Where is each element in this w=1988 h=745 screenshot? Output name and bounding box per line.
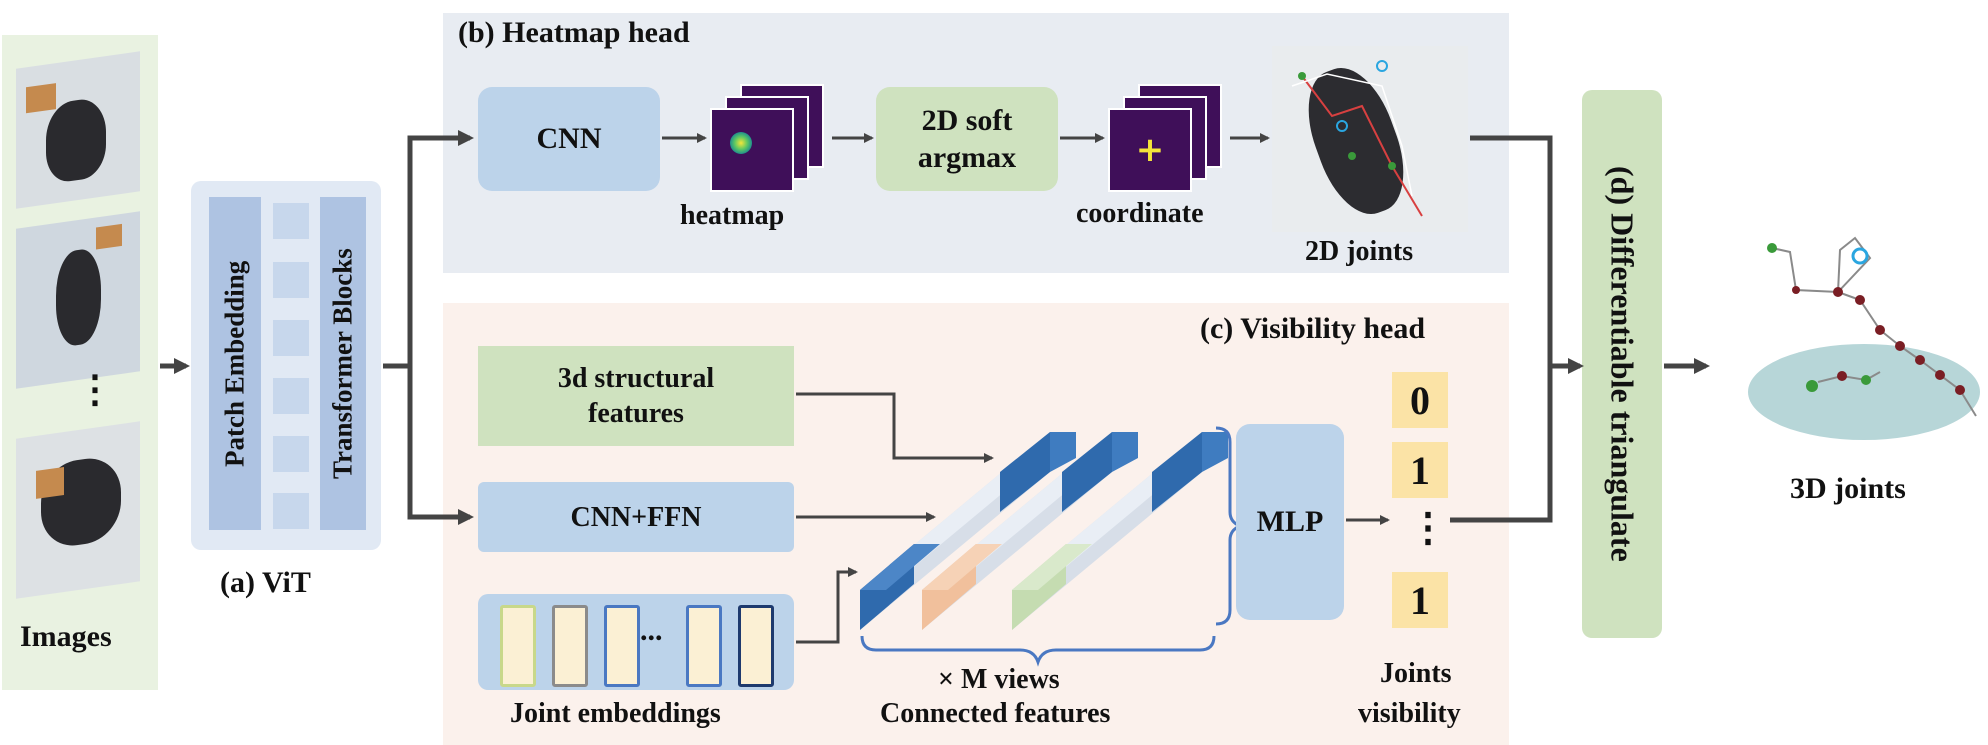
mlp-box: MLP xyxy=(1236,424,1344,620)
soft-argmax-line2: argmax xyxy=(917,141,1017,174)
heatmap-peak xyxy=(730,132,752,154)
arrow-vit-to-cnn xyxy=(383,130,474,369)
coordinate-label: coordinate xyxy=(1076,198,1204,229)
joint-embedding-ellipsis: ... xyxy=(640,614,663,647)
images-label: Images xyxy=(20,620,112,653)
structural-line2: features xyxy=(588,398,684,429)
arrow-visibility-to-triangulate xyxy=(1450,366,1553,523)
soft-argmax-box: 2D soft argmax xyxy=(876,87,1058,191)
joints-visibility-line1: Joints xyxy=(1380,658,1452,689)
heatmap-stack xyxy=(710,84,830,194)
structural-line1: 3d structural xyxy=(557,363,715,394)
feature-bar xyxy=(860,432,1076,630)
joint-embedding-token xyxy=(552,605,588,687)
coordinate-stack: + xyxy=(1108,84,1228,194)
feature-bar xyxy=(1012,432,1228,630)
m-views-brace xyxy=(860,635,1216,667)
joint-embedding-token xyxy=(500,605,536,687)
cnn-ffn-box: CNN+FFN xyxy=(478,482,794,552)
arrow-structural-to-features xyxy=(796,392,994,463)
triangulate-box: (d) Differentiable triangulate xyxy=(1582,90,1662,638)
arrow-2d-to-triangulate xyxy=(1470,135,1578,369)
token-column xyxy=(273,197,309,530)
coordinate-layer: + xyxy=(1108,108,1192,192)
joints-2d-image xyxy=(1272,46,1468,232)
arrow-vit-to-cnn-ffn xyxy=(407,366,474,525)
visibility-value: 1 xyxy=(1392,442,1448,498)
soft-argmax-line1: 2D soft xyxy=(921,103,1013,137)
joint-embeddings-label: Joint embeddings xyxy=(510,698,721,729)
token-cell xyxy=(273,203,309,239)
coordinate-plus: + xyxy=(1135,130,1165,170)
visibility-head-title: (c) Visibility head xyxy=(1200,312,1426,345)
token-cell xyxy=(273,378,309,414)
arrow-embeddings-to-features xyxy=(796,567,858,644)
visibility-value: 0 xyxy=(1392,372,1448,428)
joint-embedding-token xyxy=(686,605,722,687)
token-cell xyxy=(273,493,309,529)
vit-caption: (a) ViT xyxy=(220,566,311,599)
token-cell xyxy=(273,320,309,356)
m-views-label: × M views xyxy=(938,664,1060,695)
visibility-ellipsis: ⋮ xyxy=(1408,505,1448,550)
connected-features-label: Connected features xyxy=(880,698,1111,729)
heatmap-layer xyxy=(710,108,794,192)
heatmap-label: heatmap xyxy=(680,200,785,231)
feature-bar xyxy=(922,432,1138,630)
joints-visibility-line2: visibility xyxy=(1358,698,1461,729)
cnn-box: CNN xyxy=(478,87,660,191)
heatmap-head-title: (b) Heatmap head xyxy=(458,16,690,49)
joint-embedding-token xyxy=(738,605,774,687)
joints-2d-label: 2D joints xyxy=(1305,236,1414,267)
visibility-value: 1 xyxy=(1392,572,1448,628)
structural-features-box: 3d structural features xyxy=(478,346,794,446)
token-cell xyxy=(273,262,309,298)
joints-3d-label: 3D joints xyxy=(1790,472,1906,505)
token-cell xyxy=(273,436,309,472)
images-ellipsis: ⋮ xyxy=(76,369,114,411)
joint-embedding-token xyxy=(604,605,640,687)
ground-plane xyxy=(1748,344,1980,440)
